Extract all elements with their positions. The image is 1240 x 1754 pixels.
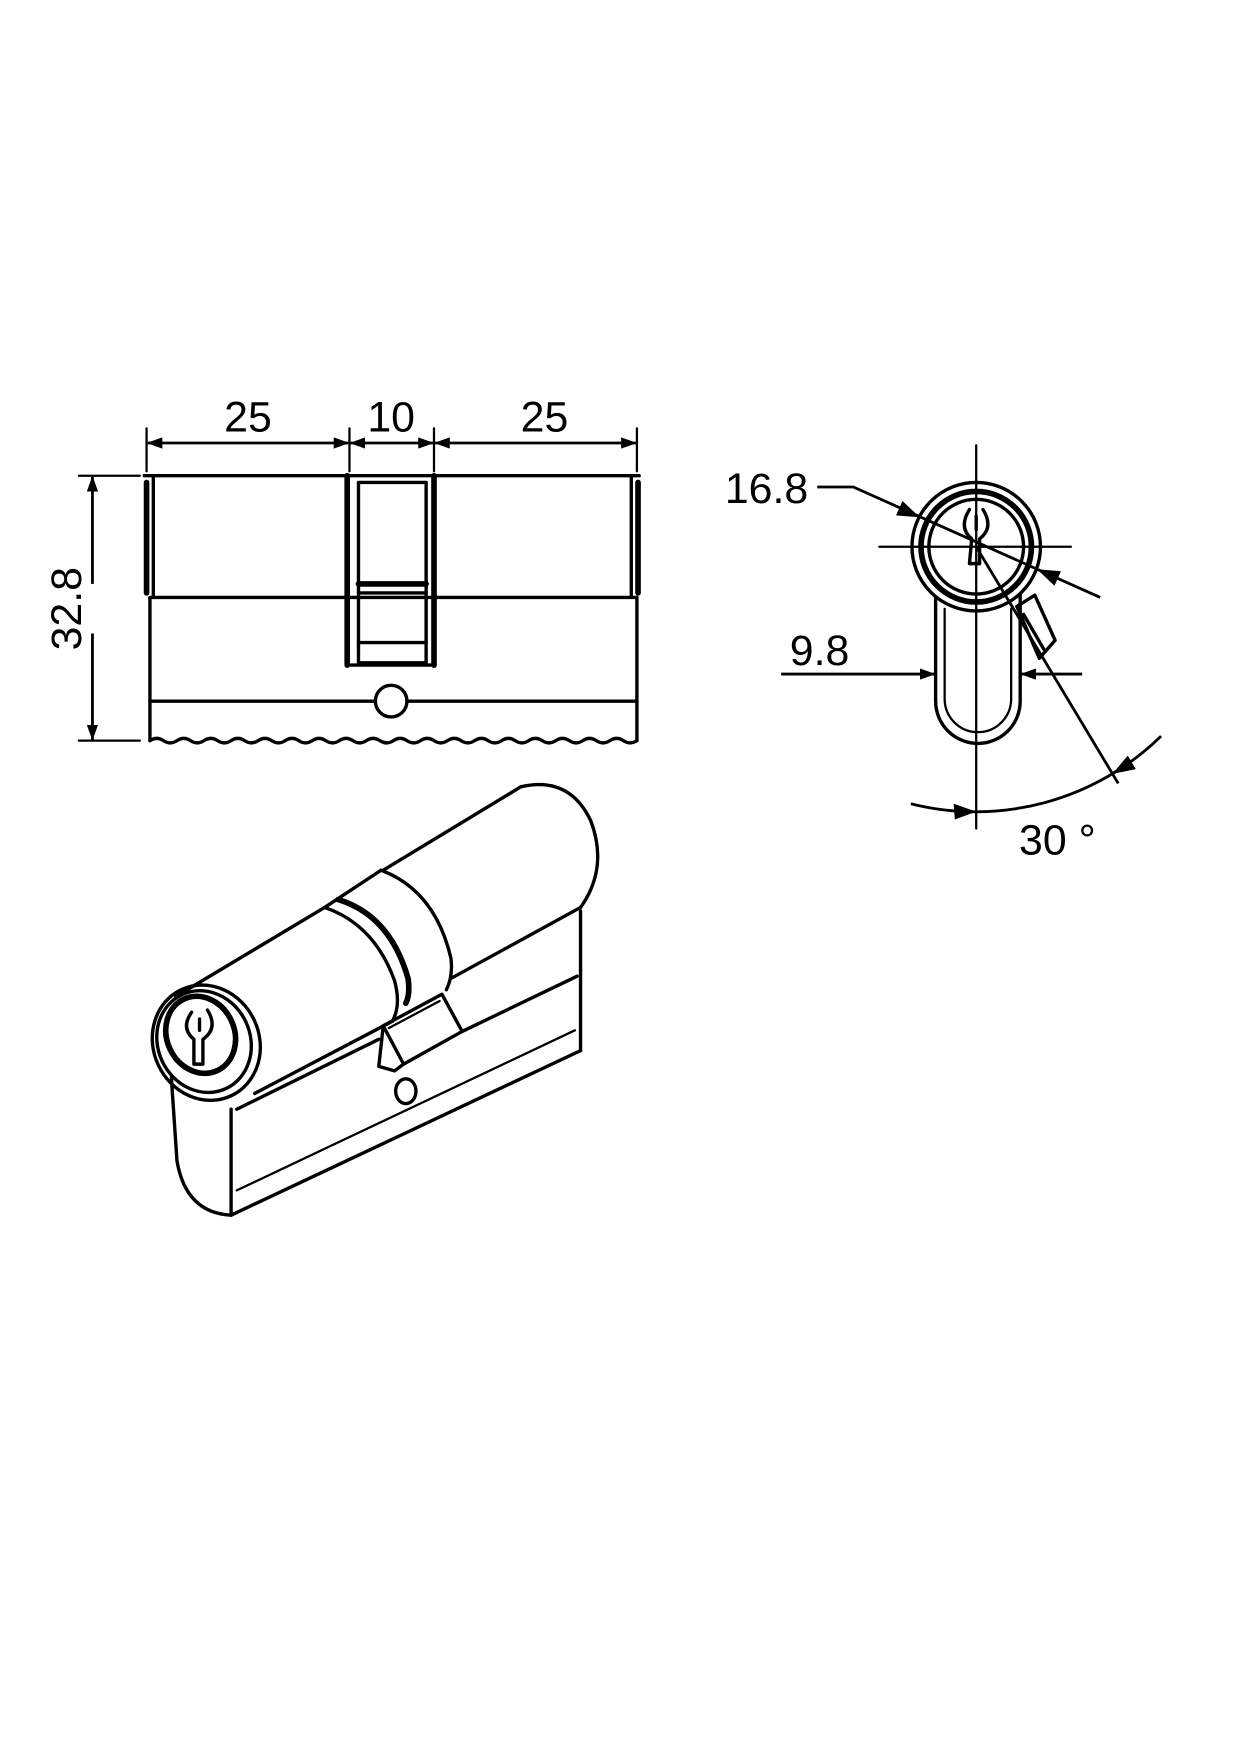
plug-ring-circle [918, 488, 1035, 605]
fixing-screw-hole [373, 683, 409, 719]
diameter-arrow-upper [896, 500, 920, 518]
rear-cylinder-end-cap [519, 782, 600, 910]
front-profile-inner-line [943, 607, 1013, 734]
iso-cam-shadow-line [387, 999, 441, 1030]
fin-inner-line [235, 1029, 577, 1192]
front-face-inner-rim [155, 988, 254, 1095]
front-cylinder-bottom-edge [253, 1019, 394, 1096]
side-profile-bottom-edge [148, 736, 639, 745]
dimension-label-center: 10 [367, 394, 415, 442]
fin-top-edge-front [235, 1037, 381, 1111]
sleeve-ring-rear-edge [379, 868, 454, 992]
angle-arc [910, 735, 1163, 814]
angle-reference-line [975, 545, 1120, 785]
isometric-view [150, 782, 600, 1217]
cam-body [356, 480, 428, 665]
sleeve-ring-top [322, 868, 383, 910]
plug-inner-circle [927, 497, 1026, 596]
dimension-label-height: 32.8 [43, 567, 91, 650]
fin-top-edge-rear [460, 974, 579, 1034]
fin-bottom-edge [229, 1048, 583, 1217]
sleeve-ring-front-edge [322, 905, 400, 1023]
sleeve-ring-groove [335, 896, 412, 1007]
dimension-label-diameter: 16.8 [725, 465, 808, 513]
diameter-leader-line [817, 485, 1101, 599]
dimension-label-width: 9.8 [790, 627, 850, 675]
rear-cylinder-top-edge [381, 785, 523, 872]
iso-fixing-screw-hole [393, 1077, 418, 1106]
dimension-label-right: 25 [521, 394, 569, 442]
iso-cam-front-face [377, 1024, 406, 1073]
dimension-label-angle: 30 ° [1019, 816, 1096, 864]
diameter-arrow-lower [1037, 569, 1061, 586]
front-face-outer-rim [150, 983, 263, 1103]
cylinder-outer-circle [910, 480, 1043, 613]
front-plug [162, 993, 239, 1077]
front-view: 16.8 9.8 30 ° [725, 444, 1163, 864]
iso-cam-top-face [381, 992, 464, 1066]
front-keyway-icon [962, 507, 990, 566]
iso-keyway-icon [184, 1008, 214, 1066]
angle-arrow-right [1112, 755, 1136, 774]
front-cylinder-top-edge [174, 905, 327, 999]
angle-arrow-left [953, 803, 977, 820]
rear-cylinder-bottom-edge [449, 905, 583, 981]
fin-front-curve [169, 1075, 233, 1217]
front-profile-outline [933, 593, 1022, 746]
side-view: 25 10 25 32.8 [43, 394, 641, 745]
dimension-label-left: 25 [224, 394, 272, 442]
